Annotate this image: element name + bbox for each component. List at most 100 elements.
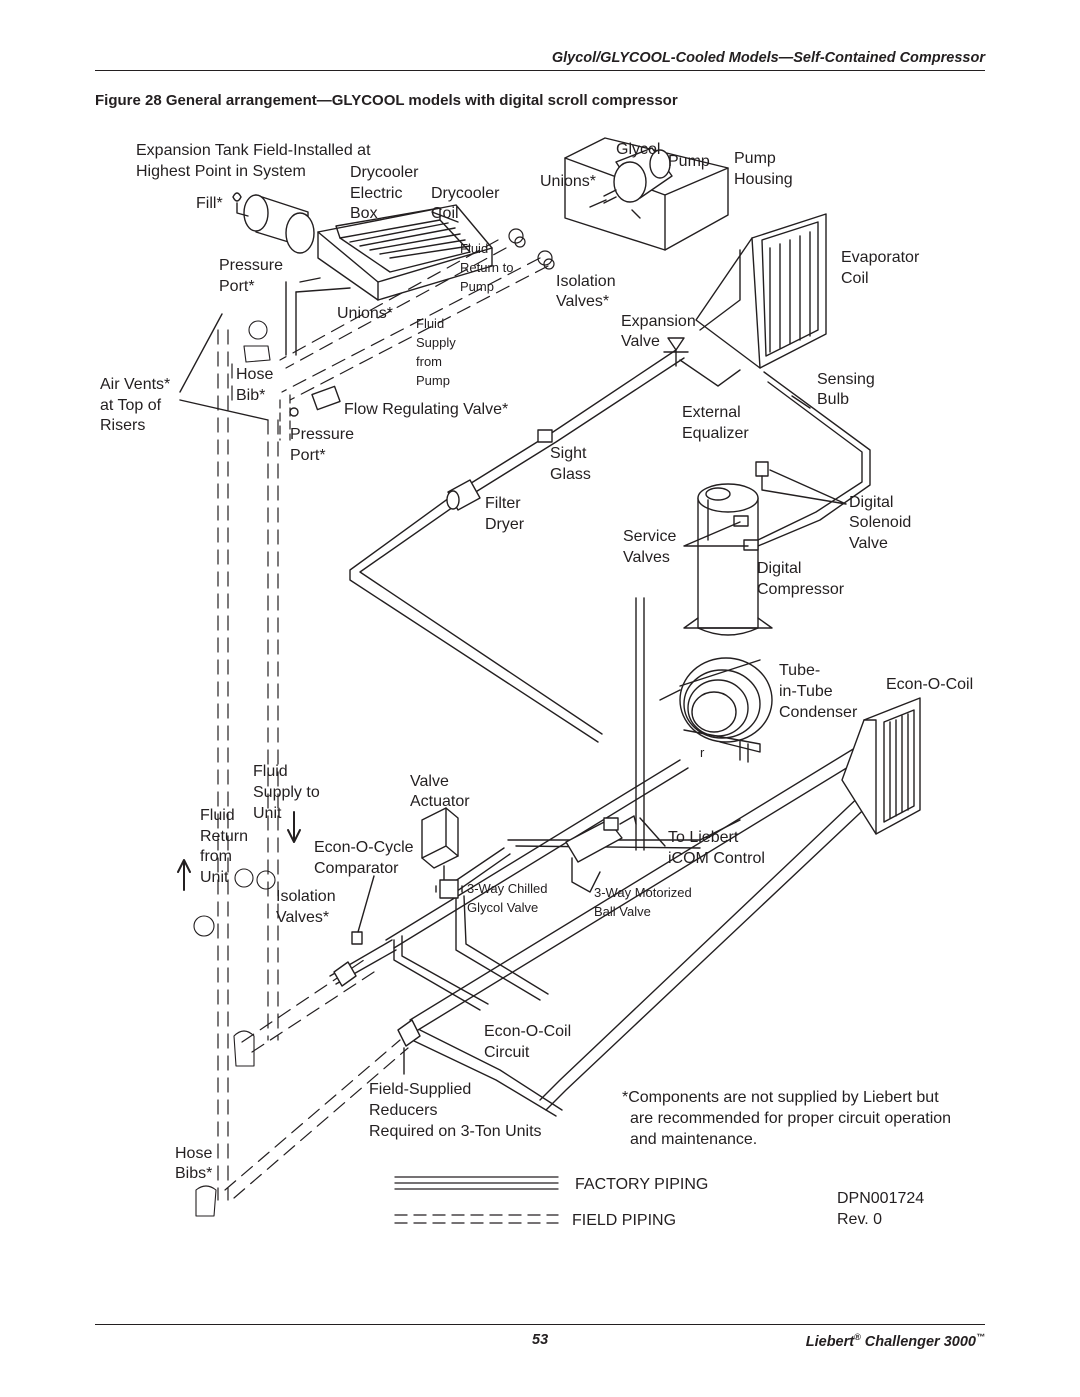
legend-field-piping: FIELD PIPING [572,1212,676,1229]
filter-dryer [446,479,481,511]
sensing-bulb [791,395,811,409]
three-way-chilled-glycol-valve [435,879,463,899]
trademark-mark: ™ [976,1332,985,1342]
label-fluid-supply-3: from [416,354,442,369]
label-unions-mid: Unions* [337,305,393,322]
label-r-mark: r [700,745,705,760]
label-ball-valve-2: Ball Valve [594,904,651,919]
label-air-vents-1: Air Vents* [100,376,170,393]
motorized-ball-valve [565,815,666,893]
legend-field-line [394,1214,559,1224]
label-external-eq-2: Equalizer [682,425,749,442]
label-ball-valve-1: 3-Way Motorized [594,885,692,900]
label-fluid-supply-2: Supply [416,335,456,350]
label-pump-housing-2: Housing [734,171,793,188]
glycol-pump [589,147,673,219]
label-tube-in-tube-3: Condenser [779,704,858,721]
expansion-tank [243,194,315,254]
service-valves [683,515,759,551]
label-pump-housing-1: Pump [734,150,776,167]
econ-o-coil [841,697,921,835]
label-valve-actuator-2: Actuator [410,793,470,810]
label-air-vents-3: Risers [100,417,145,434]
fluid-return-arrow [177,859,191,891]
label-hose-bib-1: Hose [236,366,273,383]
label-expansion-valve-2: Valve [621,333,660,350]
label-unions-top: Unions* [540,173,596,190]
label-external-eq-1: External [682,404,741,421]
label-glycol: Glycol [616,141,660,158]
registered-mark: ® [854,1332,861,1342]
label-isolation-top-2: Valves* [556,293,609,310]
drycooler [317,204,493,301]
label-pressure-port-mid-2: Port* [290,447,326,464]
label-drycooler-coil-1: Drycooler [431,185,500,202]
label-evaporator-1: Evaporator [841,249,920,266]
label-chilled-valve-2: Glycol Valve [467,900,538,915]
label-filter-dryer-1: Filter [485,495,521,512]
fluid-supply-arrow [287,811,301,843]
label-econ-o-coil: Econ-O-Coil [886,676,973,693]
factory-piping [329,349,877,1117]
label-fluid-return-1: Fluid [460,241,488,256]
label-note-2: are recommended for proper circuit opera… [630,1110,951,1127]
label-isolation-top-1: Isolation [556,273,616,290]
air-vent-leader [179,313,269,421]
field-supplied-reducers [333,961,421,1075]
label-expansion-tank-2: Highest Point in System [136,163,306,180]
label-box: Box [350,205,378,222]
label-digital-solenoid-1: Digital [849,494,893,511]
label-drycooler: Drycooler [350,164,419,181]
digital-solenoid-valve [755,461,847,505]
label-econ-circuit-2: Circuit [484,1044,530,1061]
label-isolation-bot-2: Valves* [276,909,329,926]
label-sight-glass-2: Glass [550,466,591,483]
label-expansion-tank-1: Expansion Tank Field-Installed at [136,142,371,159]
label-fluid-return-2: Return to [460,260,513,275]
evaporator-coil [695,213,827,369]
label-tube-in-tube-1: Tube- [779,662,820,679]
label-reducers-2: Reducers [369,1102,437,1119]
label-sensing-1: Sensing [817,371,875,388]
drycooler-connections [285,277,351,356]
label-fluid-supply-4: Pump [416,373,450,388]
label-filter-dryer-2: Dryer [485,516,525,533]
sight-glass [537,429,553,443]
label-tube-in-tube-2: in-Tube [779,683,833,700]
product-name: Challenger 3000 [864,1333,976,1350]
label-service-valves-1: Service [623,528,676,545]
label-fluid-return-3: Pump [460,279,494,294]
label-fluid-return-unit-4: Unit [200,869,229,886]
label-digital-compressor-1: Digital [757,560,801,577]
label-fill: Fill* [196,195,223,212]
label-pressure-port-top-1: Pressure [219,257,283,274]
page-number: 53 [532,1332,549,1348]
label-sensing-2: Bulb [817,391,849,408]
section-header: Glycol/GLYCOOL-Cooled Models—Self-Contai… [551,50,985,66]
label-note-3: and maintenance. [630,1131,757,1148]
footer-brand: Liebert® Challenger 3000™ [806,1332,985,1350]
label-digital-solenoid-3: Valve [849,535,888,552]
label-flow-regulating: Flow Regulating Valve* [344,401,508,418]
label-econ-o-cycle-2: Comparator [314,860,399,877]
label-reducers-1: Field-Supplied [369,1081,471,1098]
tube-in-tube-condenser [659,657,773,763]
drawing-revision: Rev. 0 [837,1211,882,1228]
label-fluid-supply-1: Fluid [416,316,444,331]
label-fluid-supply-unit-1: Fluid [253,763,288,780]
valve-actuator [421,807,459,881]
label-pump: Pump [668,153,710,170]
label-isolation-bot-1: Isolation [276,888,336,905]
label-pressure-port-top-2: Port* [219,278,255,295]
brand-name: Liebert [805,1333,855,1350]
field-piping [217,239,549,1201]
label-electric: Electric [350,185,402,202]
label-valve-actuator-1: Valve [410,773,449,790]
label-digital-solenoid-2: Solenoid [849,514,911,531]
label-econ-circuit-1: Econ-O-Coil [484,1023,571,1040]
figure-title: Figure 28 General arrangement—GLYCOOL mo… [95,92,678,109]
expansion-valve [663,337,689,367]
label-evaporator-2: Coil [841,270,869,287]
label-fluid-return-unit-2: Return [200,828,248,845]
